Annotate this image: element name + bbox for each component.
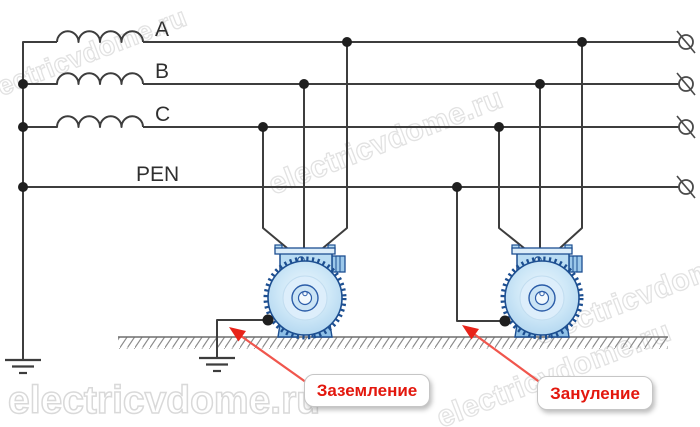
neutral-bonding-callout: Зануление — [537, 376, 653, 410]
arrow-to-neutral-bonding — [462, 325, 546, 387]
phase-a-label: A — [155, 18, 170, 41]
terminal-icon — [676, 115, 696, 139]
neutral-bonding-callout-text: Зануление — [550, 383, 640, 403]
watermark-text: electricvdome.ru — [7, 379, 321, 422]
grounding-callout-text: Заземление — [316, 381, 418, 400]
phase-c-line — [23, 115, 679, 128]
earth-ground-icon-motor1 — [199, 356, 235, 373]
line-terminal-icons — [676, 30, 696, 199]
ground-floor — [118, 336, 668, 349]
motor-1-icon — [266, 245, 345, 337]
earth-ground-icon-transformer — [5, 358, 41, 375]
motor-1-earth-wire — [216, 319, 268, 358]
terminal-icon — [676, 30, 696, 54]
terminal-icon — [676, 72, 696, 96]
arrow-to-grounding — [229, 327, 311, 386]
pen-label: PEN — [136, 163, 180, 186]
junction-dots — [18, 37, 587, 327]
motor-2-supply-wires — [456, 42, 583, 322]
phase-b-label: B — [155, 60, 170, 83]
phase-a-line — [22, 30, 679, 360]
grounding-callout: Заземление — [304, 374, 430, 407]
motor-2-pen-wire — [456, 187, 505, 322]
phase-c-label: C — [155, 103, 171, 126]
motor-2-icon — [503, 245, 582, 337]
motor-1-supply-wires — [216, 42, 348, 358]
phase-b-line — [23, 72, 679, 85]
transformer-windings — [22, 30, 679, 360]
terminal-icon — [676, 175, 696, 199]
